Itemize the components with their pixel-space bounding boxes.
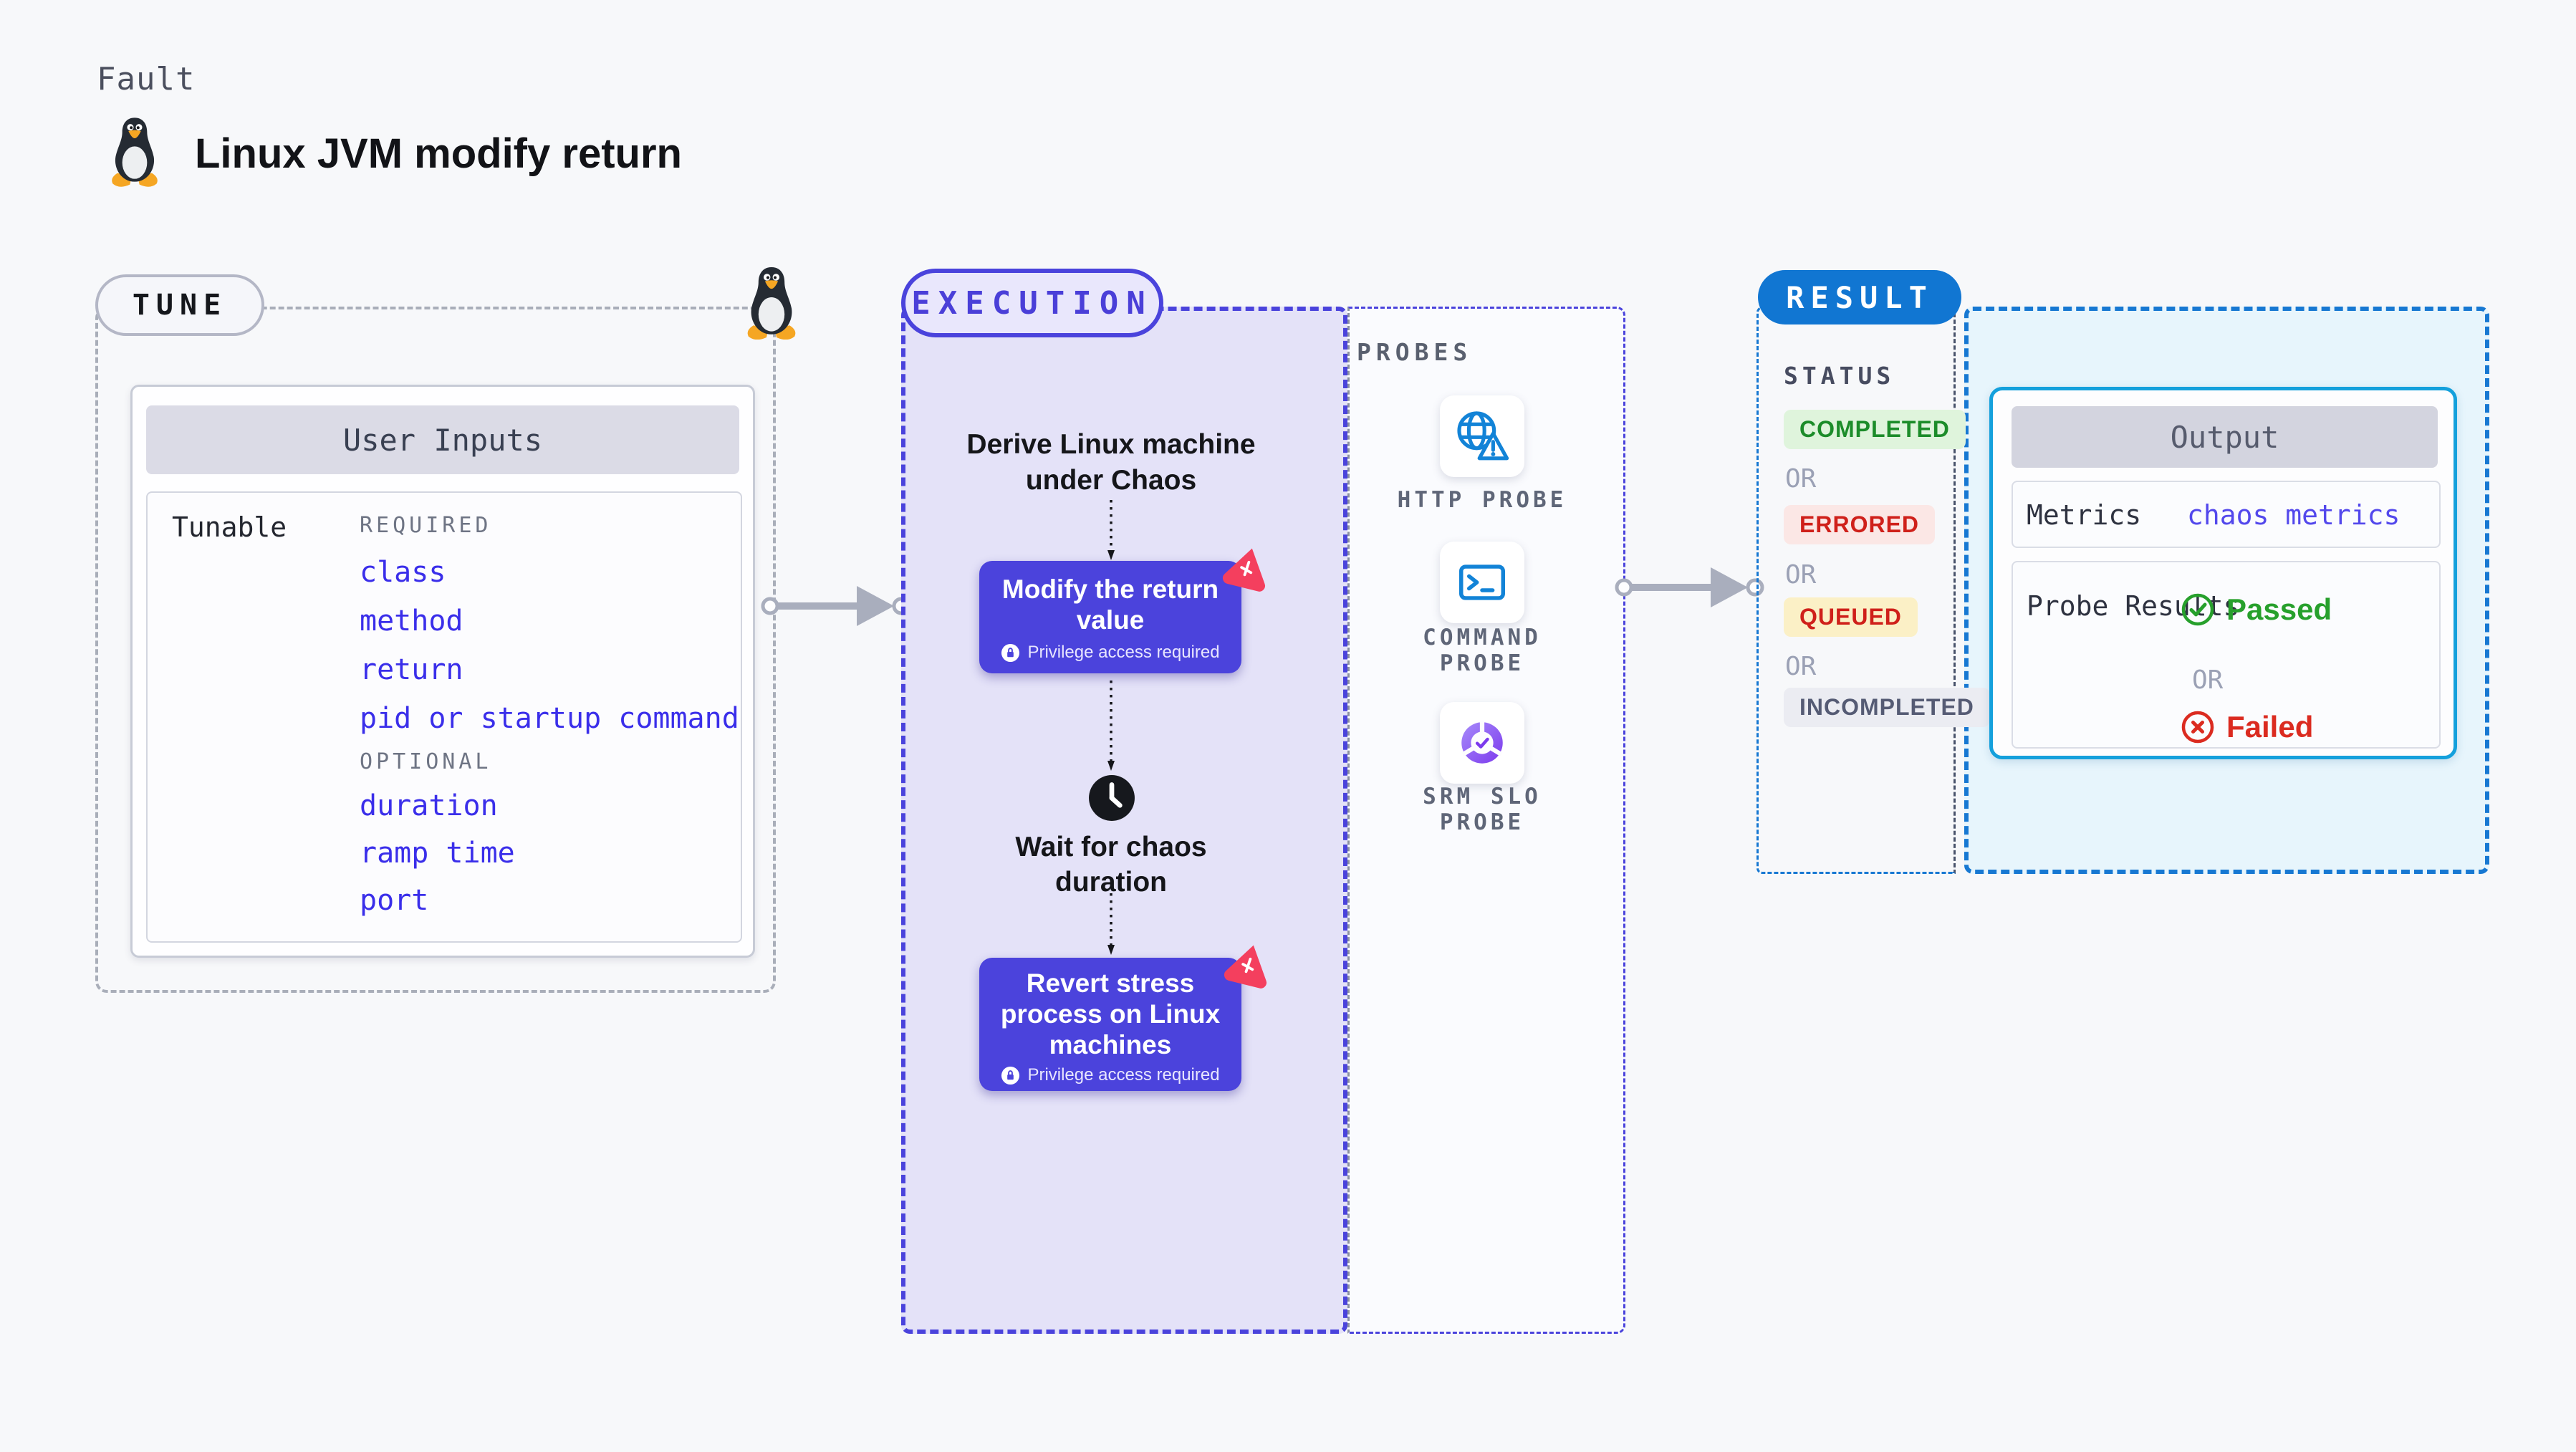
status-badge-queued: QUEUED: [1784, 597, 1918, 637]
output-card: Output Metrics chaos metrics Probe Resul…: [1989, 387, 2457, 759]
execution-to-result-arrow: [1615, 567, 1764, 607]
lock-icon: [1001, 1066, 1020, 1085]
probe-label: HTTP PROBE: [1397, 487, 1567, 513]
check-circle-icon: [2181, 593, 2214, 626]
fault-eyebrow: Fault: [97, 61, 196, 97]
tux-linux-icon: [112, 117, 158, 187]
wait-clock-icon: [1089, 775, 1135, 821]
param-class[interactable]: class: [360, 556, 446, 589]
or-separator: OR: [1785, 652, 1817, 681]
metrics-label: Metrics: [2027, 499, 2142, 531]
param-return[interactable]: return: [360, 653, 463, 686]
page-title: Linux JVM modify return: [195, 130, 682, 177]
or-separator: OR: [1785, 560, 1817, 590]
x-circle-icon: [2181, 711, 2214, 744]
passed-label: Passed: [2226, 592, 2332, 626]
node-title: Revert stress process on Linux machines: [1000, 968, 1221, 1059]
revert-stress-node[interactable]: Revert stress process on Linux machines …: [979, 958, 1241, 1091]
param-method[interactable]: method: [360, 605, 463, 638]
flow-arrow-down-icon: [1107, 500, 1115, 560]
tux-linux-icon: [747, 267, 796, 340]
slo-chart-icon: [1461, 720, 1503, 764]
modify-return-node[interactable]: Modify the return value Privilege access…: [979, 561, 1241, 673]
status-badge-completed: COMPLETED: [1784, 410, 1966, 449]
result-status-section: [1756, 307, 1956, 874]
command-probe-card[interactable]: [1440, 542, 1524, 623]
result-badge: RESULT: [1758, 270, 1961, 324]
tune-section: [95, 307, 776, 993]
passed-result: Passed: [2181, 592, 2332, 627]
probes-section: [1347, 307, 1625, 1334]
tunable-label: Tunable: [172, 511, 287, 543]
output-title: Output: [2012, 406, 2438, 468]
param-pid-or-startup-command[interactable]: pid or startup command: [360, 702, 739, 735]
probes-label: PROBES: [1357, 338, 1473, 366]
status-badge-incompleted: INCOMPLETED: [1784, 688, 1990, 727]
param-port[interactable]: port: [360, 884, 429, 917]
user-inputs-card: User Inputs Tunable REQUIRED class metho…: [130, 385, 755, 958]
globe-alert-icon: [1457, 411, 1509, 461]
execution-section: [901, 307, 1347, 1334]
probe-results-row: Probe Results Passed OR Failed: [2012, 561, 2441, 749]
or-separator: OR: [2192, 665, 2224, 695]
user-inputs-title: User Inputs: [146, 405, 739, 474]
wait-step-text: Wait for chaos duration: [1015, 832, 1207, 898]
probe-label: SRM SLO PROBE: [1423, 784, 1542, 835]
execution-badge: EXECUTION: [901, 269, 1163, 337]
privilege-note: Privilege access required: [1027, 1065, 1220, 1085]
tune-badge: TUNE: [95, 274, 264, 336]
tune-to-execution-arrow: [761, 586, 910, 626]
srm-slo-probe-card[interactable]: [1440, 702, 1524, 784]
status-badge-errored: ERRORED: [1784, 505, 1936, 544]
flow-arrow-down-icon: [1107, 681, 1115, 771]
required-label: REQUIRED: [360, 513, 492, 538]
probe-label: COMMAND PROBE: [1423, 625, 1542, 676]
flow-arrow-down-icon: [1107, 893, 1115, 955]
privilege-note: Privilege access required: [1027, 643, 1220, 662]
failed-label: Failed: [2226, 710, 2314, 744]
optional-label: OPTIONAL: [360, 749, 492, 774]
chaos-fault-icon: [1222, 548, 1265, 592]
node-title: Modify the return value: [1001, 574, 1219, 635]
chaos-metrics-link[interactable]: chaos metrics: [2187, 499, 2400, 531]
failed-result: Failed: [2181, 710, 2313, 744]
chaos-fault-icon: [1224, 945, 1267, 989]
terminal-icon: [1459, 564, 1505, 600]
http-probe-card[interactable]: [1440, 395, 1524, 477]
param-ramp-time[interactable]: ramp time: [360, 837, 515, 870]
status-label: STATUS: [1784, 362, 1895, 390]
user-inputs-table: Tunable REQUIRED class method return pid…: [146, 491, 742, 943]
lock-icon: [1001, 643, 1020, 662]
param-duration[interactable]: duration: [360, 789, 498, 822]
or-separator: OR: [1785, 464, 1817, 494]
metrics-row: Metrics chaos metrics: [2012, 481, 2441, 548]
derive-step-text: Derive Linux machine under Chaos: [966, 429, 1256, 496]
